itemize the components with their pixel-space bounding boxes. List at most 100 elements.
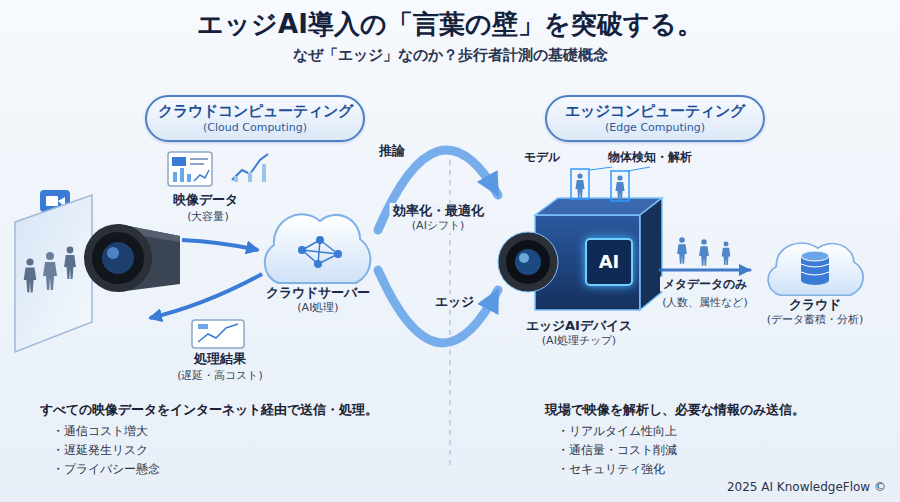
camera-view-screen: [15, 195, 92, 352]
detected-person: [628, 167, 650, 171]
flow-note: (人数、属性など): [662, 296, 748, 310]
flow-label: モデル: [524, 150, 560, 165]
bullet-item: ・セキュリティ強化: [557, 462, 665, 477]
edge-device-illustration: [519, 253, 529, 263]
line-chart-icon: [234, 176, 238, 182]
cloud-storage-shape: [768, 243, 863, 295]
return-arrow: [150, 274, 262, 318]
cloud-server-shape: [265, 214, 370, 283]
diagram-title: エッジAI導入の「言葉の壁」を突破する。: [0, 8, 900, 41]
walking-people: [677, 237, 730, 266]
flow-note: (遅延・高コスト): [177, 369, 263, 383]
walking-people: [722, 242, 731, 266]
detected-person: [611, 171, 629, 201]
detected-person: [575, 173, 584, 198]
flow-arrow: [660, 269, 750, 272]
cloud-server-shape: [302, 250, 338, 254]
camera-view-screen: [43, 252, 57, 290]
edge-label: 効率化・最適化: [390, 203, 487, 219]
detected-person: [571, 169, 589, 199]
node-title: AI: [599, 251, 620, 274]
monitor-icon: [198, 324, 208, 329]
edge-device-illustration: [640, 198, 662, 310]
video-icon: [46, 196, 58, 206]
cloud-server-shape: [316, 236, 324, 244]
bullet-item: ・プライバシー懸念: [52, 462, 160, 477]
cloud-server-shape: [298, 246, 306, 254]
cloud-server-shape: [314, 260, 322, 268]
dashboard-icon: [187, 174, 191, 182]
node-title: エッジAIデバイス: [526, 318, 632, 334]
bullet-item: ・リアルタイム性向上: [557, 424, 677, 439]
camera-illustration: [107, 247, 119, 259]
dashboard-icon: [172, 157, 186, 166]
camera-illustration: [84, 224, 180, 292]
node-subtitle: (AI処理): [297, 301, 338, 315]
camera-illustration: [92, 232, 144, 284]
section-header: クラウドコンピューティング(Cloud Computing): [145, 95, 365, 142]
flow-label: 処理結果: [194, 351, 246, 367]
bullet-item: ・通信量・コスト削減: [557, 443, 677, 458]
dashboard-icon: [190, 158, 208, 160]
flow-label: 推論: [379, 143, 405, 159]
node-title: エッジコンピューティング: [565, 102, 745, 121]
monitor-icon: [192, 320, 244, 348]
flow-note: (AIシフト): [409, 219, 467, 233]
detected-person: [615, 175, 624, 200]
dashboard-icon: [168, 152, 212, 186]
flow-arrow: [378, 270, 498, 343]
line-chart-icon: [248, 172, 252, 182]
dashboard-icon: [180, 168, 184, 182]
node-subtitle: (データ蓄積・分析): [767, 313, 864, 327]
walking-people: [677, 237, 687, 264]
camera-illustration: [84, 224, 152, 292]
flow-arrow: [378, 150, 498, 230]
section-header: エッジコンピューティング(Edge Computing): [545, 95, 765, 142]
cloud-storage-shape: [801, 275, 829, 285]
camera-view-screen: [64, 247, 76, 279]
cloud-server-shape: [334, 250, 342, 258]
callout-label: 物体検知・解析: [608, 150, 692, 165]
monitor-icon: [198, 324, 238, 342]
line-chart-icon: [262, 164, 266, 182]
node-title: クラウドサーバー: [266, 285, 370, 301]
node-subtitle: (AI処理チップ): [542, 334, 616, 348]
camera-view-screen: [15, 195, 92, 352]
copyright: 2025 AI KnowledgeFlow ©: [727, 480, 886, 495]
camera-view-screen: [24, 258, 37, 292]
edge-label: エッジ: [432, 294, 477, 310]
cloud-server-shape: [298, 236, 342, 268]
dashboard-icon: [190, 163, 204, 165]
camera-illustration: [102, 242, 134, 274]
bullet-item: ・通信コスト増大: [52, 424, 148, 439]
cloud-server: クラウドサーバー(AI処理): [258, 205, 378, 315]
detected-person: [571, 167, 650, 201]
subtitle: なぜ「エッジ」なのか？歩行者計測の基礎概念: [293, 46, 608, 65]
walking-people: [699, 239, 709, 266]
upload-arrow: [182, 240, 258, 250]
cloud-storage: クラウド(データ蓄積・分析): [750, 235, 880, 327]
dashboard-icon: [194, 170, 209, 181]
line-chart-icon: [232, 154, 268, 182]
edge-device: エッジAIデバイス(AI処理チップ) AI: [498, 190, 660, 348]
dashboard-icon: [168, 152, 212, 186]
cloud-storage-shape: [801, 251, 829, 261]
flow-label: 映像データ: [173, 192, 238, 208]
node-title: クラウド: [789, 297, 841, 313]
summary-text: すべての映像データをインターネット経由で送信・処理。: [40, 402, 378, 418]
edge-device-illustration: [515, 249, 541, 275]
edge-device-illustration: [498, 198, 662, 310]
cloud-server-shape: [265, 214, 370, 283]
node-subtitle: (Cloud Computing): [203, 121, 307, 135]
edge-device-illustration: [506, 240, 550, 284]
summary-text: 現場で映像を解析し、必要な情報のみ送信。: [545, 402, 805, 418]
node-subtitle: (Edge Computing): [605, 121, 705, 135]
ai-chip: AI: [585, 238, 633, 286]
detected-person: [590, 167, 612, 170]
bullet-item: ・遅延発生リスク: [52, 443, 148, 458]
dashboard-icon: [173, 172, 177, 182]
edge-label: メタデータのみ: [660, 277, 750, 292]
monitor-icon: [192, 320, 244, 348]
